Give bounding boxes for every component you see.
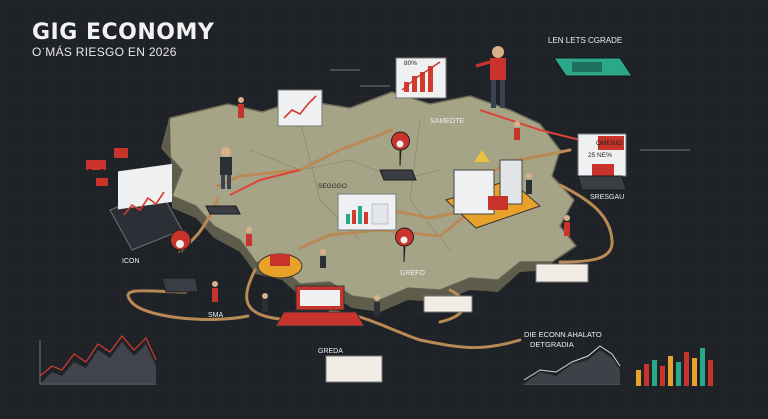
die-econn-label: DIE ECONN AHALATO — [524, 330, 602, 339]
note-cards — [325, 136, 624, 383]
line-chart-right — [523, 345, 621, 385]
sameote-label: SAMEOTE — [430, 118, 465, 125]
worker-figure-icon — [220, 147, 232, 189]
segggo-label: SEGGGO — [318, 183, 347, 190]
map-pin-icon-2 — [391, 131, 410, 167]
icon-label: ICON — [122, 258, 140, 265]
worker-figure-icon-top — [475, 46, 506, 108]
chart-panel-top — [395, 57, 447, 99]
map-pin-icon — [170, 229, 191, 269]
pct-25-label: 25 NE% — [588, 152, 612, 159]
bar-chart-right — [636, 348, 713, 386]
sma-label: SMA — [208, 312, 224, 319]
red-routes — [229, 109, 581, 196]
small-figures — [212, 97, 570, 316]
detgradia-label: DETGRADIA — [530, 340, 574, 349]
page-title: GIG ECONOMY — [32, 20, 215, 45]
map-pin-icon-3 — [395, 227, 414, 263]
warehouse-icon — [445, 150, 541, 229]
sresgau-label: SRESGAU — [590, 194, 625, 201]
line-chart-left — [39, 335, 157, 385]
teal-panel — [553, 57, 633, 77]
page-subtitle: O͘ MÁS RIESGO EN 2026 — [32, 45, 177, 59]
platform-bases — [161, 169, 627, 293]
chart-panel-mid — [337, 193, 397, 231]
delivery-box-icon — [257, 253, 303, 279]
grefo-label: GREFO — [400, 270, 425, 277]
qmenio-label: QMENIO — [596, 140, 623, 147]
laptop-icon — [275, 285, 365, 327]
greda-label: GREDA — [318, 348, 343, 355]
chart-panel-center — [277, 89, 323, 127]
pct-80-label: 80% — [404, 60, 418, 67]
connector-lines — [330, 61, 690, 151]
len-lets-cgrade-label: LEN LETS CGRADE — [548, 36, 623, 45]
truck-icon — [86, 148, 128, 186]
